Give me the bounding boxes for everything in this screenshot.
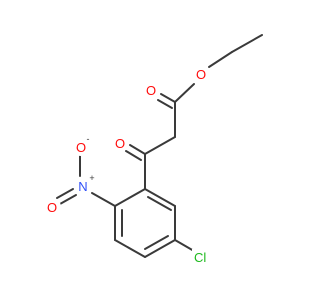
atom-nitro-oxygen-single: O: [76, 140, 86, 155]
bond-ketone-carbonyl-2: [125, 150, 142, 161]
bond-ring-cl: [174, 239, 195, 252]
bond-n-o-double-1: [56, 188, 74, 199]
bond-ch2-ketone-c: [144, 136, 176, 155]
bond-n-o-double-2: [59, 194, 77, 205]
ring-bond-3: [144, 239, 176, 258]
atom-ester-oxygen: O: [196, 67, 206, 82]
bond-ch2-ester-o: [208, 51, 233, 68]
atom-ketone-oxygen: O: [115, 136, 125, 151]
nitro-oxygen-charge: -: [87, 134, 90, 144]
bond-ring-n: [91, 192, 116, 207]
bond-ketone-carbonyl-1: [129, 144, 146, 155]
atom-nitro-nitrogen: N: [78, 179, 87, 194]
ring-bond-4: [114, 239, 146, 258]
bond-ester-carbonyl-2: [157, 99, 173, 109]
ring-bond-1-inner: [147, 196, 172, 211]
bond-ester-o-c: [174, 83, 195, 103]
ring-bond-6: [114, 188, 146, 207]
molecule-structure: O O O N + O - O Cl: [43, 34, 263, 265]
bond-ester-carbonyl-1: [160, 93, 176, 103]
ring-bond-1: [144, 188, 176, 207]
bonds: [56, 34, 263, 258]
atom-labels: O O O N + O - O Cl: [43, 65, 212, 265]
atom-chlorine: Cl: [194, 250, 206, 265]
bond-ch3-ch2: [231, 34, 263, 53]
ring-bond-3-inner: [144, 235, 169, 250]
atom-ester-carbonyl-oxygen: O: [146, 83, 156, 98]
nitro-nitrogen-charge: +: [89, 173, 94, 183]
atom-nitro-oxygen-double: O: [47, 200, 57, 215]
